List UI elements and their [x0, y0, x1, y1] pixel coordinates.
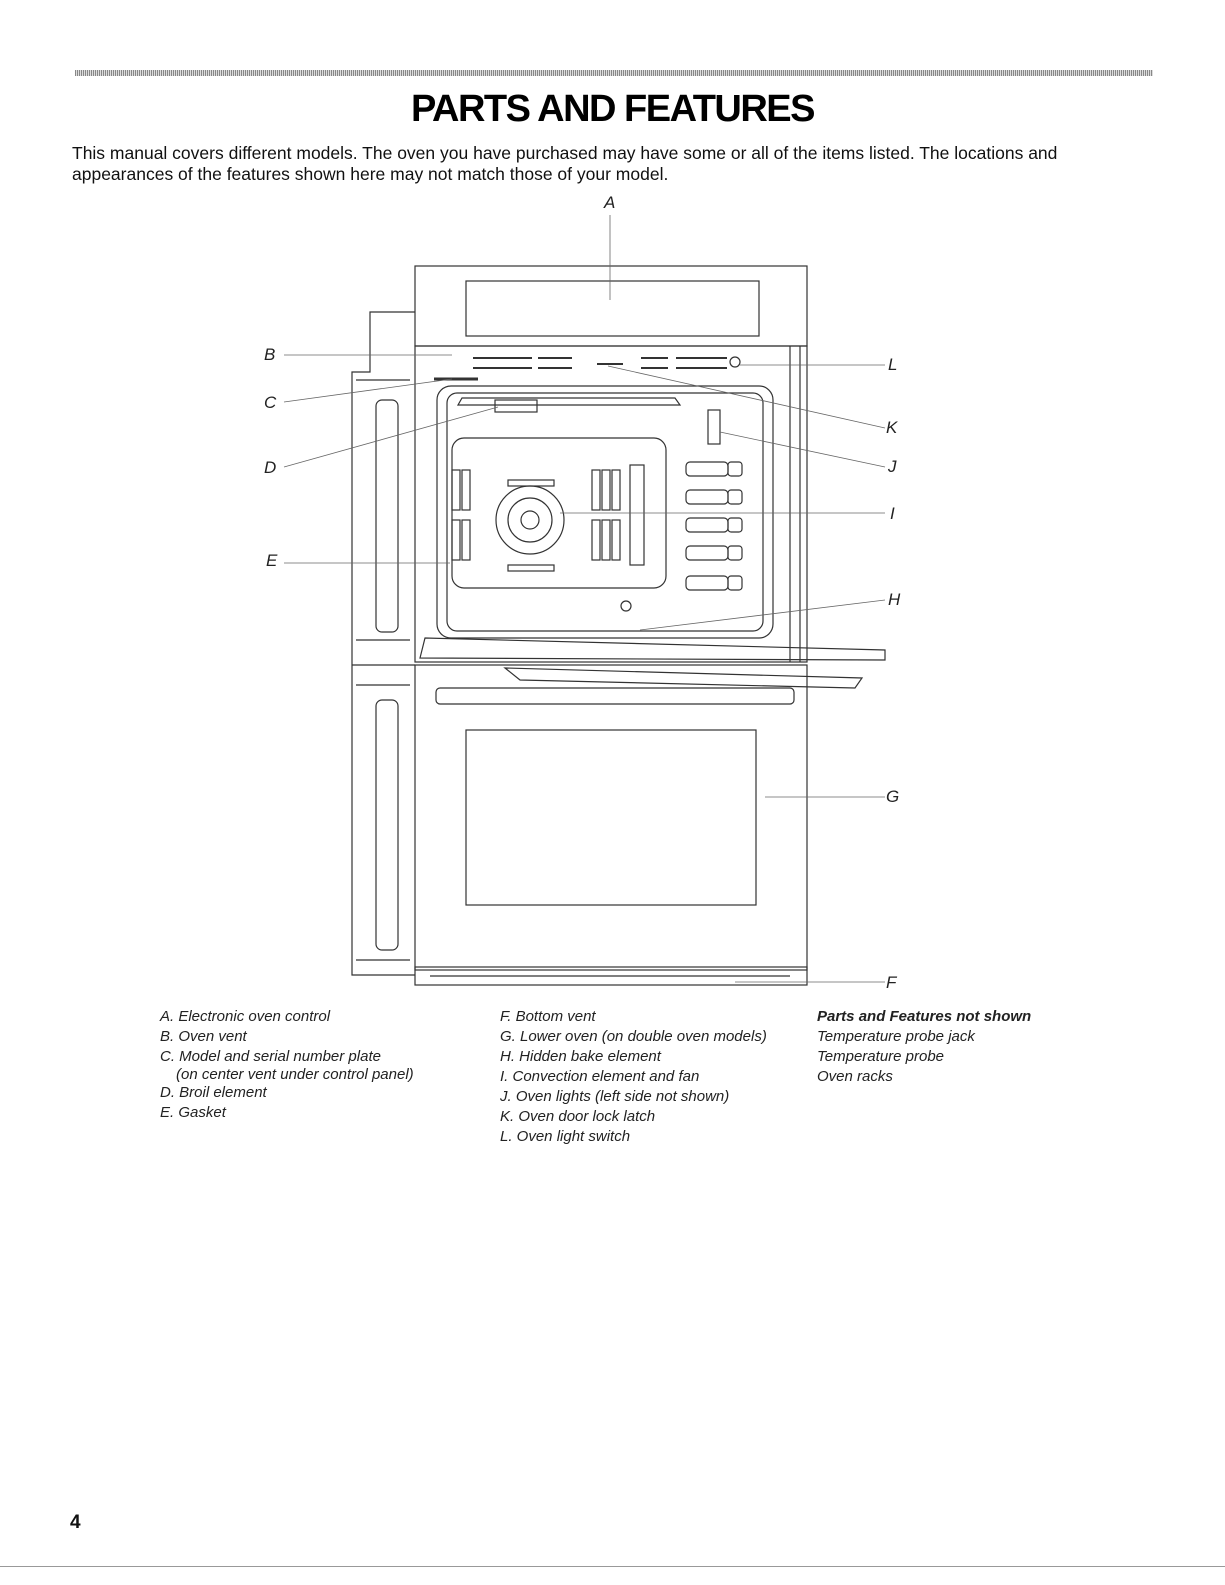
callout-a: A	[604, 193, 616, 212]
legend-item-note: (on center vent under control panel)	[176, 1066, 414, 1083]
callout-h: H	[888, 590, 901, 609]
lower-oven-frame	[414, 664, 808, 971]
callout-i: I	[890, 504, 895, 523]
legend-item: E. Gasket	[160, 1104, 226, 1121]
intro-paragraph: This manual covers different models. The…	[72, 143, 1058, 184]
legend-item: I. Convection element and fan	[500, 1068, 700, 1085]
control-panel	[414, 265, 808, 347]
oven-diagram	[283, 215, 886, 986]
callout-j: J	[888, 457, 897, 476]
legend-item: F. Bottom vent	[500, 1008, 596, 1025]
legend-item: A. Electronic oven control	[160, 1008, 331, 1025]
not-shown-item: Oven racks	[817, 1068, 893, 1085]
legend-item: J. Oven lights (left side not shown)	[500, 1088, 730, 1105]
callout-l: L	[888, 355, 898, 374]
legend-item: B. Oven vent	[160, 1028, 247, 1045]
callout-f: F	[886, 973, 897, 992]
callout-c: C	[264, 393, 277, 412]
legend-column-1: A. Electronic oven control B. Oven vent …	[160, 1007, 414, 1123]
bottom-rule	[0, 1566, 1225, 1567]
page-number: 4	[70, 1512, 81, 1533]
callout-g: G	[886, 787, 900, 806]
legend-column-2: F. Bottom vent G. Lower oven (on double …	[500, 1007, 767, 1147]
legend-item: G. Lower oven (on double oven models)	[500, 1028, 767, 1045]
top-rule	[75, 70, 1153, 76]
upper-oven-frame	[414, 345, 808, 663]
legend-item: C. Model and serial number plate	[160, 1048, 381, 1065]
not-shown-item: Temperature probe	[817, 1048, 945, 1065]
callout-k: K	[886, 418, 898, 437]
callout-e: E	[266, 551, 278, 570]
legend-not-shown: Parts and Features not shown Temperature…	[817, 1007, 1031, 1087]
legend-item: D. Broil element	[160, 1084, 267, 1101]
not-shown-heading: Parts and Features not shown	[817, 1008, 1032, 1025]
light-switch	[729, 356, 741, 368]
legend-item: H. Hidden bake element	[500, 1048, 661, 1065]
not-shown-item: Temperature probe jack	[817, 1028, 975, 1045]
callout-b: B	[264, 345, 276, 364]
legend-item: L. Oven light switch	[500, 1128, 631, 1145]
legend-item: K. Oven door lock latch	[500, 1108, 656, 1125]
oven-cavity	[436, 385, 774, 639]
control-display	[465, 280, 760, 337]
convection-fan	[495, 485, 565, 555]
lower-oven-window	[465, 729, 757, 906]
callout-d: D	[264, 458, 277, 477]
page-title: PARTS AND FEATURES	[411, 88, 815, 130]
